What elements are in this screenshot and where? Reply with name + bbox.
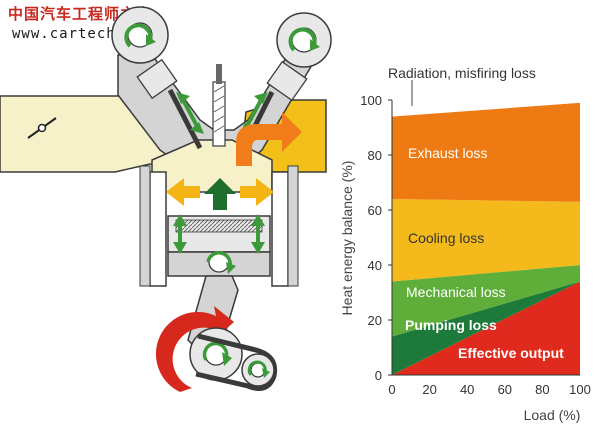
engine-diagram: [0, 6, 332, 392]
area-cooling-loss: [392, 199, 580, 282]
y-tick-label: 80: [368, 148, 382, 163]
series-label-group: Effective output Pumping loss Mechanical l…: [388, 65, 564, 361]
piston-motion-arrow-right: [251, 214, 265, 254]
cylinder-block-right: [287, 165, 299, 287]
intake-lifter: [136, 58, 178, 100]
spark-plug-tip: [216, 64, 222, 84]
intake-camshaft: [111, 6, 169, 64]
throttle-pivot: [37, 123, 47, 133]
y-tick-label: 40: [368, 258, 382, 273]
label-mechanical-loss: Mechanical loss: [406, 284, 506, 300]
cylinder-wall-left: [149, 171, 167, 287]
y-tick-label: 0: [375, 368, 382, 383]
stacked-area-group: [392, 100, 580, 375]
y-tick-label: 100: [360, 93, 382, 108]
label-exhaust-loss: Exhaust loss: [408, 145, 487, 161]
piston-motion-arrow-left: [173, 214, 187, 254]
label-cooling-loss: Cooling loss: [408, 230, 484, 246]
x-tick-label: 20: [422, 382, 436, 397]
x-tick-label: 80: [535, 382, 549, 397]
power-arrow-up: [204, 178, 236, 210]
y-tick-label: 60: [368, 203, 382, 218]
x-tick-label: 100: [569, 382, 591, 397]
exhaust-gas-arrow: [236, 112, 302, 166]
y-tick-label: 20: [368, 313, 382, 328]
heat-balance-chart: Effective output Pumping loss Mechanical l…: [339, 65, 591, 423]
intake-valve-stem: [167, 88, 203, 150]
label-effective-output: Effective output: [458, 345, 564, 361]
x-tick-label: 40: [460, 382, 474, 397]
cooling-arrow-right: [240, 178, 274, 206]
intake-valve-motion-arrow: [176, 92, 204, 134]
label-pumping-loss: Pumping loss: [405, 317, 497, 333]
watermark-site-name: 中国汽车工程师之家: [8, 5, 153, 23]
spark-plug-hatch: [213, 85, 225, 133]
area-mechanical-loss: [392, 265, 580, 337]
auxiliary-pulley: [241, 353, 275, 387]
cylinder-block-left: [139, 165, 151, 287]
area-radiation-misfiring-loss: [392, 100, 580, 117]
exhaust-camshaft: [276, 12, 332, 68]
y-axis-title: Heat energy balance (%): [339, 161, 355, 316]
exhaust-lifter: [266, 60, 308, 102]
x-tick-label: 60: [498, 382, 512, 397]
wrist-pin-rotation-icon: [206, 251, 236, 274]
area-exhaust-loss: [392, 102, 580, 202]
tick-label-group: 0 20 40 60 80 100 0 20 40 60 80 100: [360, 93, 591, 397]
area-pumping-loss: [392, 281, 580, 375]
x-axis-title: Load (%): [524, 407, 581, 423]
cylinder-wall-right: [271, 171, 289, 287]
piston: [167, 215, 271, 277]
chart-axes: [391, 100, 580, 376]
label-radiation-misfiring-loss: Radiation, misfiring loss: [388, 65, 536, 81]
cooling-arrow-left: [166, 178, 200, 206]
timing-belt: [195, 333, 278, 391]
x-tick-label: 0: [388, 382, 395, 397]
